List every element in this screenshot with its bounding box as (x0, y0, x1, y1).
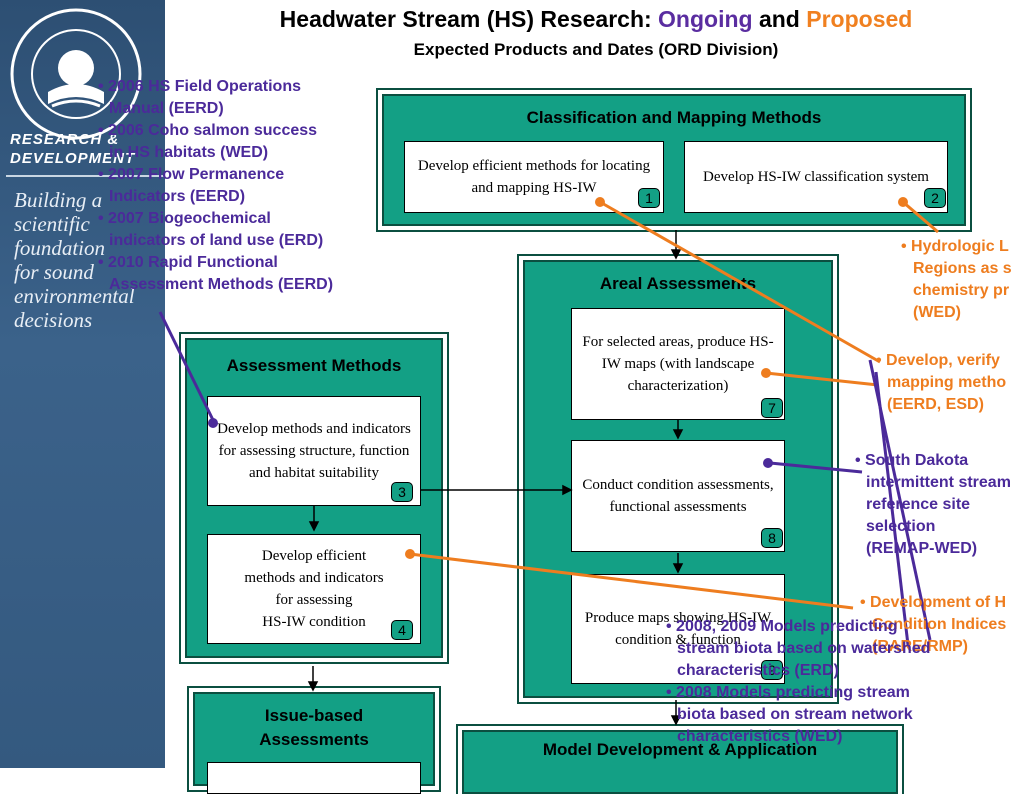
bottom-model-notes: • 2008, 2009 Models predicting stream bi… (666, 618, 931, 745)
note-develop-verify: • Develop, verify mapping metho (EERD, E… (876, 352, 1007, 413)
step-badge-3: 3 (391, 482, 413, 502)
note-south-dakota: • South Dakota intermittent stream refer… (855, 452, 1011, 557)
box-3: Develop methods and indicators for asses… (207, 396, 421, 506)
issue-based-panel-title: Issue-based Assessments (259, 706, 369, 749)
areal-panel-title: Areal Assessments (599, 274, 757, 293)
epa-seal-logo (10, 8, 142, 140)
box-1: Develop efficient methods for locating a… (404, 141, 664, 213)
assessment-panel-title: Assessment Methods (226, 356, 402, 375)
page-title: Headwater Stream (HS) Research: Ongoing … (279, 6, 913, 32)
box-7: For selected areas, produce HS-IW maps (… (571, 308, 785, 420)
box-9: Produce maps showing HS-IW condition & f… (571, 574, 785, 684)
sidebar-tagline: Building a scientific foundation for sou… (14, 188, 135, 332)
page-subtitle: Expected Products and Dates (ORD Divisio… (413, 40, 779, 59)
assessment-panel: Assessment Methods Develop methods and i… (185, 338, 443, 658)
products-list: • 2006 HS Field Operations Manual (EERD)… (98, 78, 334, 293)
connector-lines (158, 197, 939, 726)
model-panel-title: Model Development & Application (542, 740, 818, 759)
sidebar: RESEARCH & DEVELOPMENT Building a scient… (0, 0, 165, 768)
box-4: Develop efficient methods and indicators… (207, 534, 421, 644)
box-8: Conduct condition assessments, functiona… (571, 440, 785, 552)
step-badge-4: 4 (391, 620, 413, 640)
step-badge-9: 9 (761, 660, 783, 680)
step-badge-2: 2 (924, 188, 946, 208)
classification-panel-title: Classification and Mapping Methods (526, 108, 822, 127)
step-badge-1: 1 (638, 188, 660, 208)
note-hydrologic: • Hydrologic L Regions as s chemistry pr… (901, 238, 1012, 321)
areal-panel: Areal Assessments For selected areas, pr… (523, 260, 833, 698)
classification-panel: Classification and Mapping Methods Devel… (382, 94, 966, 226)
sidebar-divider (6, 175, 165, 177)
step-badge-7: 7 (761, 398, 783, 418)
step-badge-8: 8 (761, 528, 783, 548)
research-development-label: RESEARCH & DEVELOPMENT (10, 131, 136, 167)
note-development-of: • Development of H Condition Indices (RA… (860, 594, 1007, 655)
